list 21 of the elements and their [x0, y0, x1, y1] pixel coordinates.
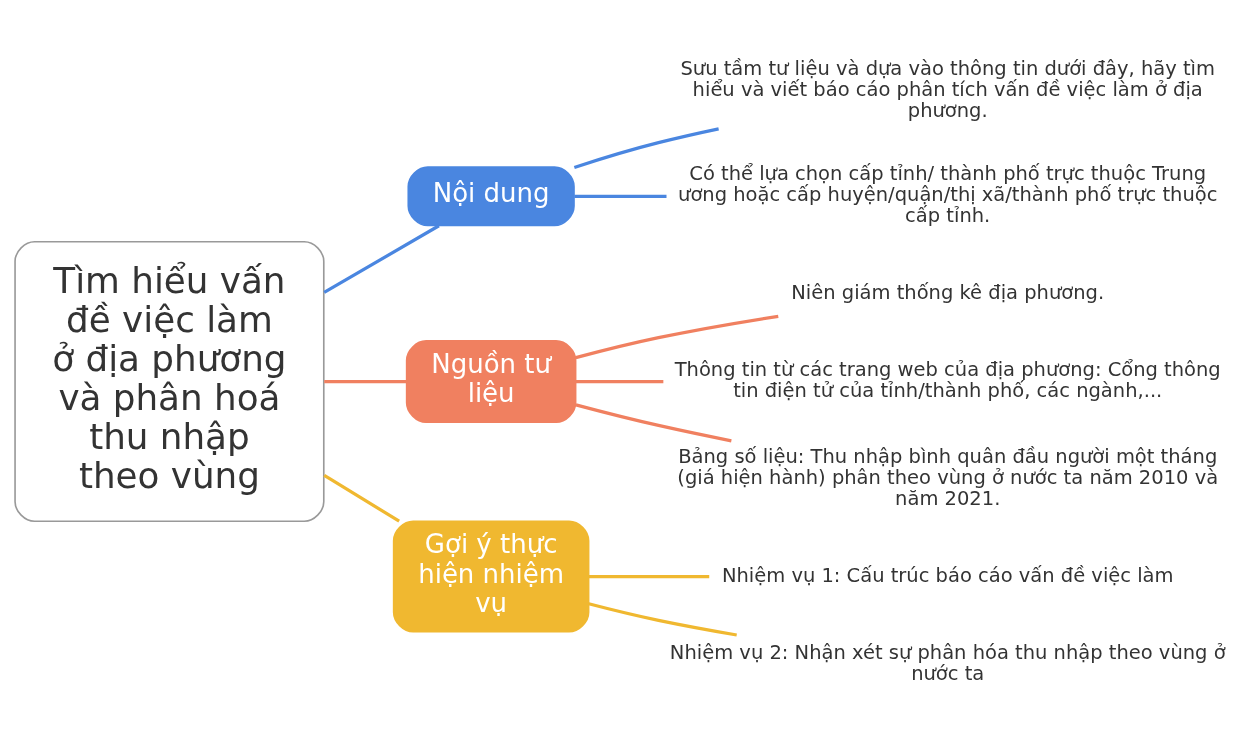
connector	[588, 574, 710, 579]
node-box: Tìm hiểu vấn đề việc làm ở địa phương và phân hoá thu nhập theo vùng	[14, 241, 325, 523]
connector	[574, 194, 667, 198]
node-box: Nội dung	[407, 166, 575, 227]
connector	[323, 473, 400, 523]
connector	[575, 314, 779, 360]
node-text: Niên giám thống kê địa phương.	[791, 280, 1105, 304]
node-text: Có thể lựa chọn cấp tỉnh/ thành phố trực thuộc Trung ương hoặc cấp huyện/quận/thị xã/thành phố trực thuộc cấp tỉnh.	[678, 162, 1218, 228]
node-text: Nhiệm vụ 1: Cấu trúc báo cáo vấn đề việc làm	[721, 563, 1174, 587]
connector	[324, 379, 407, 384]
node-text: Sưu tầm tư liệu và dựa vào thông tin dưới đây, hãy tìm hiểu và viết báo cáo phân tích vấn đề việc làm ở địa phương.	[680, 56, 1216, 122]
connector	[323, 224, 440, 294]
node-box: Gợi ý thực hiện nhiệm vụ	[392, 520, 590, 633]
node-text: Thông tin từ các trang web của địa phương: Cổng thông tin điện tử của tỉnh/thành phố, các ngành,...	[674, 358, 1221, 403]
connector	[573, 127, 719, 170]
connector	[575, 403, 732, 443]
connector	[588, 602, 737, 637]
node-box: Nguồn tư liệu	[405, 340, 577, 423]
node-text: Bảng số liệu: Thu nhập bình quân đầu người một tháng (giá hiện hành) phân theo vùng ở nước ta năm 2010 và năm 2021.	[677, 444, 1219, 511]
connector	[575, 379, 664, 384]
node-text: Nhiệm vụ 2: Nhận xét sự phân hóa thu nhập theo vùng ở nước ta	[669, 640, 1226, 685]
